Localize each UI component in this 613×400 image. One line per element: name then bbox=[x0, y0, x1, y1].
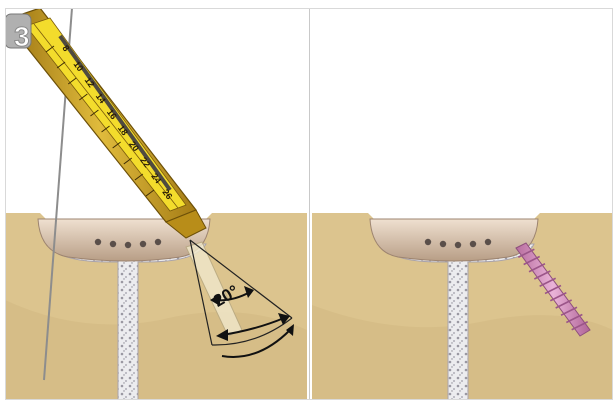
step-number: 3 bbox=[14, 21, 30, 52]
right-panel bbox=[312, 8, 613, 400]
implant-plate-right bbox=[370, 219, 538, 261]
